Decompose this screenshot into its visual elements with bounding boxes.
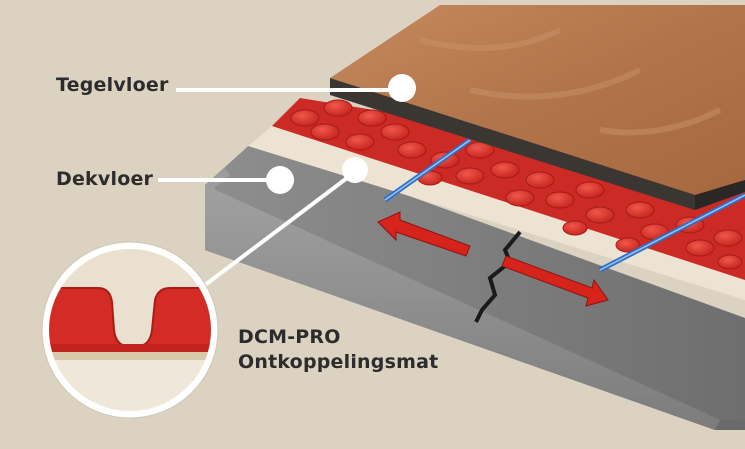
product-name: DCM-PRO: [238, 326, 341, 348]
callout-dot: [266, 166, 294, 194]
callout-dot: [342, 157, 368, 183]
callout-dot: [388, 74, 416, 102]
membrane-layer: [272, 98, 745, 280]
crack-arrow-right: [501, 255, 609, 307]
dekvloer-label: Dekvloer: [56, 168, 154, 190]
crack: [474, 230, 522, 323]
crack-arrow-left: [377, 211, 471, 257]
tegelvloer-layer: [330, 5, 745, 210]
product-label: DCM-PRO Ontkoppelingsmat: [238, 325, 438, 375]
product-type: Ontkoppelingsmat: [238, 351, 439, 373]
membrane-leader: [203, 170, 357, 287]
zoom-lens: [41, 241, 219, 419]
tegelvloer-label: Tegelvloer: [56, 74, 169, 96]
